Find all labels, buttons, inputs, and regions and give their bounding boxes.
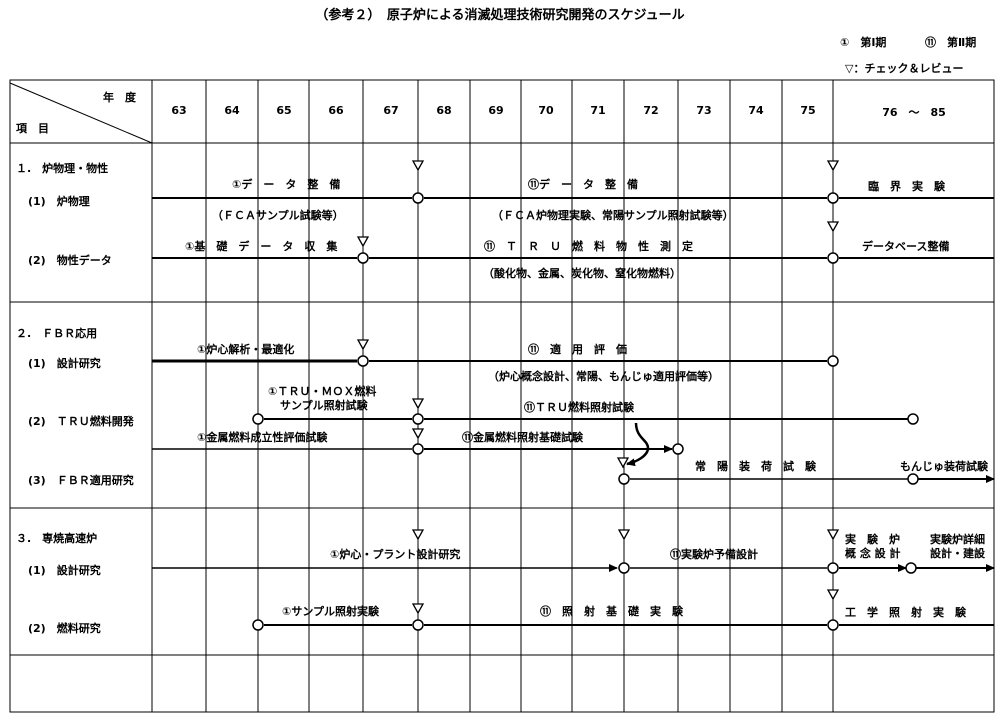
task-metal-fuel-feasibility: ①金属燃料成立性評価試験 — [197, 431, 328, 444]
task-prelim-design: ⑪実験炉予備設計 — [670, 548, 758, 561]
year-70: 70 — [538, 104, 554, 117]
task-critical-experiment: 臨 界 実 験 — [868, 180, 945, 193]
section-3-item-2: (2) 燃料研究 — [28, 622, 101, 635]
task-monju-loading: もんじゅ装荷試験 — [900, 460, 988, 473]
task-tru-fuel-property: ⑪ Ｔ Ｒ Ｕ 燃 料 物 性 測 定 — [484, 240, 693, 253]
task-data-prep-2-note: （ＦＣＡ炉物理実験、常陽サンプル照射試験等） — [492, 209, 734, 222]
task-sample-irradiation: ①サンプル照射実験 — [282, 605, 379, 618]
section-2-item-2: (2) ＴＲＵ燃料開発 — [28, 415, 134, 428]
year-71: 71 — [590, 104, 606, 117]
task-conceptual-1: 実 験 炉 — [845, 533, 900, 546]
task-applicability-eval-note: （炉心概念設計、常陽、もんじゅ適用評価等） — [488, 370, 719, 383]
year-63: 63 — [171, 104, 187, 117]
year-64: 64 — [224, 104, 240, 117]
task-tru-mox-1: ①ＴＲＵ・ＭＯＸ燃料 — [268, 385, 377, 398]
task-basic-data: ①基 礎 デ ー タ 収 集 — [185, 240, 338, 253]
task-data-prep-1-note: （ＦＣＡサンプル試験等） — [212, 209, 344, 222]
year-75: 75 — [800, 104, 816, 117]
section-2-title: ２. ＦＢＲ応用 — [16, 327, 98, 340]
year-65: 65 — [276, 104, 292, 117]
page-title: （参考２） 原子炉による消滅処理技術研究開発のスケジュール — [315, 8, 685, 23]
legend-review: ▽：チェック＆レビュー — [845, 62, 964, 75]
task-data-prep-2: ⑪デ ー タ 整 備 — [528, 178, 638, 191]
section-1-item-2: (2) 物性データ — [28, 254, 112, 267]
section-2-item-3: (3) ＦＢＲ適用研究 — [28, 474, 134, 487]
task-basic-irradiation: ⑪ 照 射 基 礎 実 験 — [540, 605, 683, 618]
task-core-analysis: ①炉心解析・最適化 — [197, 343, 295, 356]
task-data-prep-1: ①デ ー タ 整 備 — [232, 178, 341, 191]
section-1-title: １. 炉物理・物性 — [16, 162, 109, 175]
legend-phase1: ① 第Ⅰ期 — [840, 36, 887, 49]
section-2-item-1: (1) 設計研究 — [28, 357, 101, 370]
header-koumoku: 項 目 — [16, 122, 49, 135]
task-core-plant-design: ①炉心・プラント設計研究 — [330, 548, 461, 561]
year-72: 72 — [643, 104, 659, 117]
year-69: 69 — [488, 104, 504, 117]
task-tru-mox-2: サンプル照射試験 — [280, 399, 368, 412]
task-detail-design-1: 実験炉詳細 — [930, 533, 985, 546]
task-conceptual-2: 概 念 設 計 — [845, 547, 901, 560]
task-tru-irradiation: ⑪ＴＲＵ燃料照射試験 — [524, 401, 634, 414]
year-67: 67 — [383, 104, 399, 117]
legend-phase2: ⑪ 第Ⅱ期 — [925, 36, 977, 49]
task-joyo-loading: 常 陽 装 荷 試 験 — [695, 460, 816, 473]
header-nendo: 年 度 — [103, 91, 136, 104]
year-66: 66 — [328, 104, 344, 117]
year-76-85: 76 ～ 85 — [882, 106, 946, 119]
section-3-title: ３. 専焼高速炉 — [16, 532, 98, 545]
task-engineering-irradiation: 工 学 照 射 実 験 — [845, 606, 966, 619]
task-applicability-eval: ⑪ 適 用 評 価 — [528, 343, 627, 356]
year-74: 74 — [748, 104, 764, 117]
task-tru-fuel-property-note: （酸化物、金属、炭化物、窒化物燃料） — [483, 267, 681, 280]
section-3-item-1: (1) 設計研究 — [28, 564, 101, 577]
task-database: データベース整備 — [862, 240, 950, 253]
task-detail-design-2: 設計・建設 — [930, 547, 985, 560]
year-68: 68 — [436, 104, 452, 117]
section-1-item-1: (1) 炉物理 — [28, 195, 90, 208]
year-73: 73 — [696, 104, 712, 117]
task-metal-fuel-irradiation: ⑪金属燃料照射基礎試験 — [462, 431, 583, 444]
